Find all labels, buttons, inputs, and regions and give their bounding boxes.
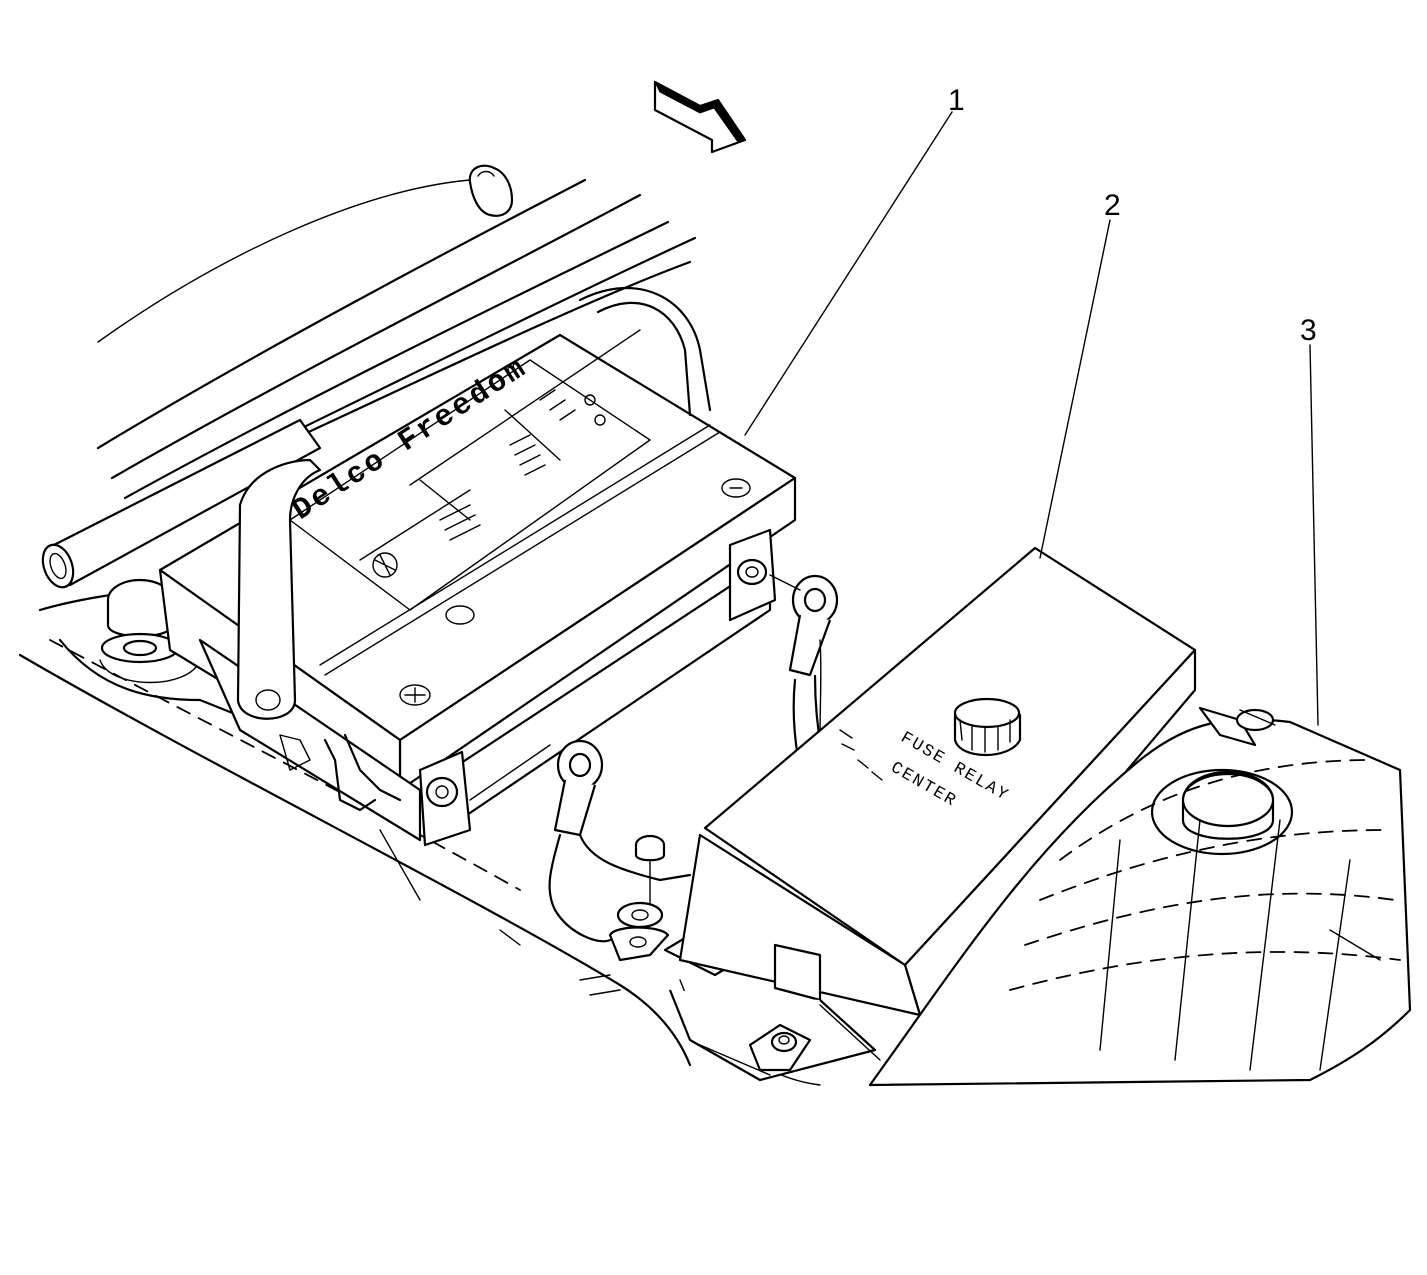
positive-terminal-mark <box>399 684 431 706</box>
callout-3: 3 <box>1300 314 1317 347</box>
mounting-nut <box>748 1023 812 1072</box>
grommet <box>468 164 514 217</box>
hose-clamp <box>1198 706 1276 747</box>
battery: Delco Freedom <box>158 286 797 847</box>
callout-2: 2 <box>1104 189 1121 222</box>
fuse-relay-center: FUSE RELAY CENTER <box>668 546 1197 1082</box>
arrow-forward-icon <box>653 80 747 154</box>
underhood-panel <box>868 706 1412 1087</box>
positive-terminal <box>418 750 472 847</box>
battery-warning-icon <box>372 552 398 578</box>
callout-1: 1 <box>948 84 965 117</box>
hose <box>41 418 322 589</box>
ground-fastener <box>608 834 670 962</box>
fuse-center-cap <box>953 697 1022 757</box>
callout-leaders <box>744 111 1319 726</box>
hold-down-knob <box>99 578 201 684</box>
negative-terminal <box>728 528 777 622</box>
reservoir-cap <box>1150 768 1294 856</box>
